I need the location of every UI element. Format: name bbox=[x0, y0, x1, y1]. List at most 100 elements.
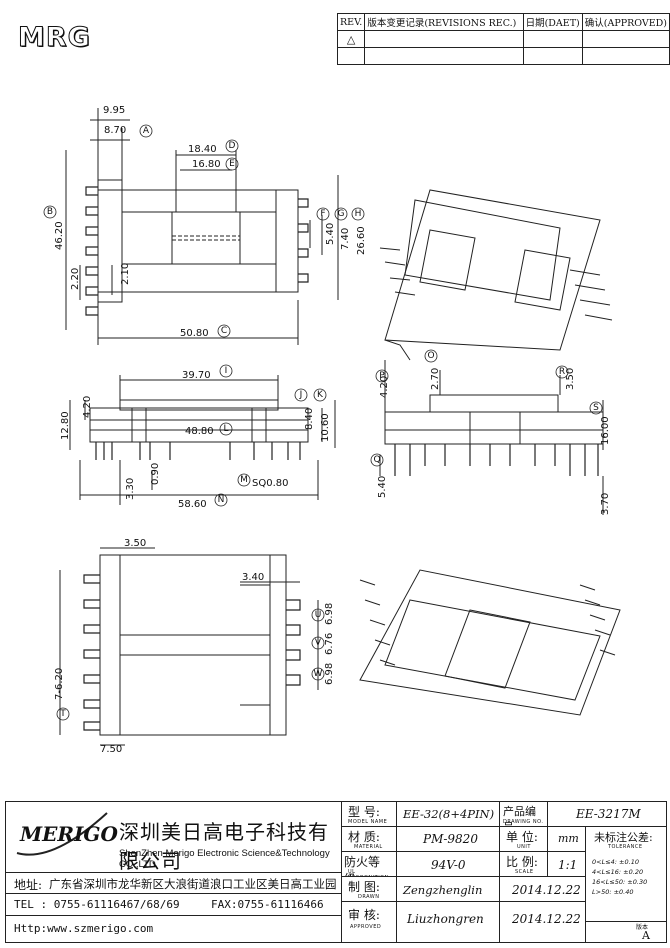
title-block: MERIGO 深圳美日高电子科技有限公司 ShenZhen Merigo Ele… bbox=[5, 801, 667, 943]
unit-value-cell: mm bbox=[548, 827, 586, 852]
model-label: 型 号: MODEL NAME bbox=[342, 802, 397, 827]
callout-v: V bbox=[315, 638, 322, 648]
dim-6-98-b: 6.98 bbox=[324, 663, 335, 685]
company-name-en: ShenZhen Merigo Electronic Science&Techn… bbox=[119, 848, 330, 870]
callout-i: I bbox=[225, 366, 228, 376]
dim-3-70: 3.70 bbox=[600, 493, 611, 515]
scale-label: 比 例: SCALE bbox=[500, 852, 548, 877]
dim-8-70: 8.70 bbox=[104, 125, 126, 136]
tolerance-row-2: 4<L≤16: ±0.20 bbox=[592, 868, 644, 876]
merigo-logo-swoosh bbox=[16, 812, 108, 856]
unit-value: mm bbox=[558, 832, 579, 845]
material-value-cell: PM-9820 bbox=[397, 827, 500, 852]
flame-value-cell: 94V-0 bbox=[397, 852, 500, 877]
dim-7-40: 7.40 bbox=[340, 228, 351, 250]
dim-2-20: 2.20 bbox=[70, 268, 81, 290]
dim-8-40: 8.40 bbox=[304, 408, 315, 430]
approved-date-cell: 2014.12.22 bbox=[500, 902, 586, 942]
callout-d: D bbox=[229, 141, 236, 151]
callout-g: G bbox=[338, 209, 345, 219]
dim-16-80: 16.80 bbox=[192, 159, 221, 170]
dim-7-50: 7.50 bbox=[100, 744, 122, 755]
unit-label: 单 位: UNIT bbox=[500, 827, 548, 852]
approved-label: 审 核: APPROVED bbox=[342, 902, 397, 942]
dim-18-40: 18.40 bbox=[188, 144, 217, 155]
dim-2-10: 2.10 bbox=[120, 263, 131, 285]
dim-12-80: 12.80 bbox=[60, 411, 71, 440]
version-label: 版本 bbox=[636, 924, 649, 931]
dim-2-70: 2.70 bbox=[430, 368, 441, 390]
model-value: EE-32(8+4PIN) bbox=[403, 807, 495, 821]
revision-triangle-icon: △ bbox=[336, 30, 366, 48]
drawn-label: 制 图: DRAWN bbox=[342, 877, 397, 902]
side-view bbox=[379, 360, 604, 515]
merigo-logo: MERIGO bbox=[20, 822, 118, 846]
tolerance-row-1: 0<L≤4: ±0.10 bbox=[592, 858, 639, 866]
dim-3-50-side: 3.50 bbox=[565, 368, 576, 390]
callout-j: J bbox=[299, 390, 303, 400]
drawing-no-label: 产品编号: DRAWING NO. bbox=[500, 802, 548, 827]
company-name-cn: 深圳美日高电子科技有限公司 bbox=[119, 820, 329, 873]
dim-46-20: 46.20 bbox=[54, 221, 65, 250]
dim-9-95: 9.95 bbox=[103, 105, 125, 116]
tolerance-row-3: 16<L≤50: ±0.30 bbox=[592, 878, 648, 886]
dim-10-60: 10.60 bbox=[320, 413, 331, 442]
callout-r: R bbox=[559, 367, 565, 377]
drawing-no-value-cell: EE-3217M bbox=[548, 802, 666, 827]
tolerance-en: TOLERANCE bbox=[608, 844, 643, 850]
top-view bbox=[65, 108, 339, 345]
dim-3-30: 3.30 bbox=[125, 478, 136, 500]
drawn-value-cell: Zengzhenglin bbox=[397, 877, 500, 902]
material-label: 材 质: MATERIAL bbox=[342, 827, 397, 852]
tolerance-row-4: L>50: ±0.40 bbox=[592, 888, 634, 896]
dim-5-40: 5.40 bbox=[325, 223, 336, 245]
callout-p: P bbox=[379, 371, 385, 381]
approved-value-cell: Liuzhongren bbox=[397, 902, 500, 942]
website-value: Http:www.szmerigo.com bbox=[14, 922, 154, 935]
tolerance-title: 未标注公差: bbox=[594, 831, 653, 844]
dim-7-6-20: 7-6.20 bbox=[54, 668, 65, 700]
dim-39-70: 39.70 bbox=[182, 370, 211, 381]
callout-o: O bbox=[427, 351, 434, 361]
bottom-view bbox=[59, 547, 319, 746]
isometric-view-bottom bbox=[359, 569, 621, 716]
callout-s: S bbox=[593, 403, 599, 413]
callout-t: T bbox=[59, 709, 66, 719]
callout-k: K bbox=[317, 390, 324, 400]
dim-48-80: 48.80 bbox=[185, 426, 214, 437]
dim-4-20-side: 4.20 bbox=[379, 376, 390, 398]
dim-5-40-side: 5.40 bbox=[377, 476, 388, 498]
callout-circles: A B C D E F G H I J K L M N O P Q R S T … bbox=[43, 124, 603, 721]
callout-u: U bbox=[315, 610, 322, 620]
callout-c: C bbox=[221, 326, 227, 336]
drawing-no-value: EE-3217M bbox=[576, 807, 641, 821]
callout-f: F bbox=[320, 209, 325, 219]
dim-16-00: 16.00 bbox=[600, 416, 611, 445]
address-label: 地址: bbox=[14, 878, 43, 892]
material-value: PM-9820 bbox=[423, 832, 478, 846]
technical-drawing: 9.95 8.70 18.40 16.80 46.20 2.20 2.10 5.… bbox=[43, 105, 621, 755]
address-row: 地址: 广东省深圳市龙华新区大浪街道浪口工业区美日高工业园 bbox=[6, 873, 342, 894]
scale-value-cell: 1:1 bbox=[548, 852, 586, 877]
approved-date: 2014.12.22 bbox=[512, 912, 581, 926]
flame-value: 94V-0 bbox=[431, 858, 466, 872]
dim-26-60: 26.60 bbox=[356, 226, 367, 255]
dim-0-90: 0.90 bbox=[150, 463, 161, 485]
flame-label: 防火等级: UL RECOGNITION bbox=[342, 852, 397, 877]
callout-l: L bbox=[223, 424, 228, 434]
dim-50-80: 50.80 bbox=[180, 328, 209, 339]
tel-value: TEL : 0755-61116467/68/69 bbox=[14, 898, 180, 911]
mrg-logo: MRG bbox=[18, 22, 91, 54]
callout-b: B bbox=[47, 207, 53, 217]
contact-row: TEL : 0755-61116467/68/69 FAX:0755-61116… bbox=[6, 894, 342, 916]
model-value-cell: EE-32(8+4PIN) bbox=[397, 802, 500, 827]
dim-3-50-bottom: 3.50 bbox=[124, 538, 146, 549]
dim-4-20: 4.20 bbox=[82, 396, 93, 418]
scale-value: 1:1 bbox=[558, 858, 578, 872]
version-value: A bbox=[642, 929, 650, 942]
callout-q: Q bbox=[373, 455, 380, 465]
callout-n: N bbox=[218, 495, 225, 505]
dim-58-60: 58.60 bbox=[178, 499, 207, 510]
drawn-date-cell: 2014.12.22 bbox=[500, 877, 586, 902]
revision-table: REV. 版本变更记录(REVISIONS REC.) 日期(DAET) 确认(… bbox=[336, 13, 670, 65]
